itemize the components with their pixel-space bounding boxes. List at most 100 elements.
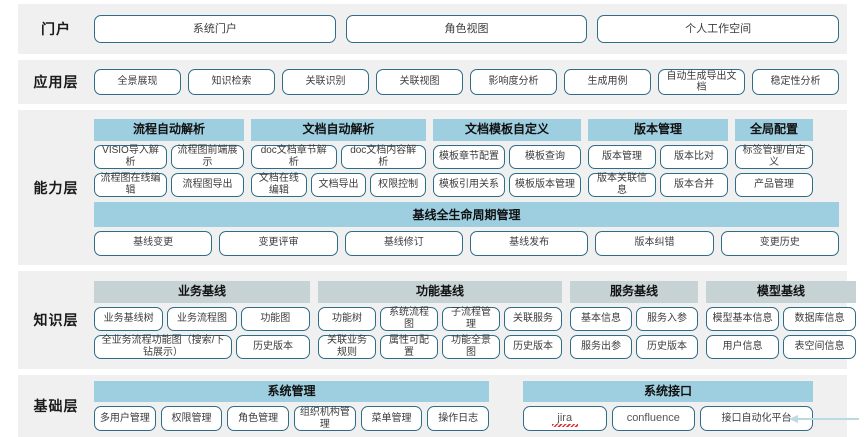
know-item-attribute-configurable[interactable]: 属性可配置 — [380, 334, 438, 359]
layer-label-application: 应用层 — [33, 74, 79, 90]
cap-item-version-compare[interactable]: 版本比对 — [660, 144, 728, 169]
cap-item-version-management[interactable]: 版本管理 — [588, 144, 656, 169]
portal-item-personal-workspace[interactable]: 个人工作空间 — [597, 15, 840, 43]
know-item-full-business-flow-function-chart[interactable]: 全业务流程功能图（搜索/下钻展示） — [94, 334, 232, 359]
app-item-knowledge-search[interactable]: 知识检索 — [188, 69, 275, 95]
cap-item-visio-import-parse[interactable]: VISIO导入解析 — [94, 144, 167, 169]
layer-label-portal: 门户 — [41, 21, 71, 37]
know-item-function-history-version[interactable]: 历史版本 — [504, 334, 562, 359]
found-item-jira[interactable]: jira — [523, 406, 607, 432]
knowledge-group-model-baseline: 模型基线 模型基本信息 数据库信息 用户信息 表空间信息 — [706, 281, 856, 359]
cap-item-flow-online-edit[interactable]: 流程图在线编辑 — [94, 172, 167, 197]
found-item-confluence[interactable]: confluence — [611, 406, 696, 432]
know-item-function-panorama[interactable]: 功能全景图 — [442, 334, 500, 359]
know-item-related-business-rule[interactable]: 关联业务规则 — [318, 334, 376, 359]
knowledge-group-row: 业务基线 业务基线树 业务流程图 功能图 全业务流程功能图（搜索/下钻展示） 历… — [94, 281, 856, 359]
group-header-business-baseline: 业务基线 — [94, 281, 310, 303]
found-item-operation-log[interactable]: 操作日志 — [427, 406, 490, 432]
know-item-service-input-param[interactable]: 服务入参 — [636, 306, 698, 331]
found-item-multi-user-mgmt[interactable]: 多用户管理 — [94, 406, 156, 432]
baseline-item-version-correction[interactable]: 版本纠错 — [595, 230, 714, 256]
know-item-system-flow-chart[interactable]: 系统流程图 — [380, 306, 438, 331]
portal-item-system-portal[interactable]: 系统门户 — [94, 15, 336, 43]
cap-item-template-version-mgmt[interactable]: 模板版本管理 — [509, 172, 581, 197]
found-item-permission-mgmt[interactable]: 权限管理 — [160, 406, 223, 432]
group-row: 关联业务规则 属性可配置 功能全景图 历史版本 — [318, 334, 562, 359]
group-row: doc文档章节解析 doc文档内容解析 — [251, 144, 426, 169]
know-item-database-info[interactable]: 数据库信息 — [783, 306, 856, 331]
cap-item-template-section-config[interactable]: 模板章节配置 — [433, 144, 505, 169]
cap-item-permission-control[interactable]: 权限控制 — [370, 172, 427, 197]
layer-body-portal: 系统门户 角色视图 个人工作空间 — [94, 4, 847, 54]
capability-group-process-parse: 流程自动解析 VISIO导入解析 流程图前端展示 流程图在线编辑 流程图导出 — [94, 119, 244, 197]
know-item-function-chart[interactable]: 功能图 — [240, 306, 310, 331]
know-item-subprocess-mgmt[interactable]: 子流程管理 — [442, 306, 500, 331]
cap-item-doc-section-parse[interactable]: doc文档章节解析 — [251, 144, 337, 169]
know-item-tablespace-info[interactable]: 表空间信息 — [783, 334, 856, 359]
know-item-service-output-param[interactable]: 服务出参 — [570, 334, 632, 359]
found-item-org-structure-mgmt[interactable]: 组织机构管理 — [294, 406, 356, 432]
cap-item-version-merge[interactable]: 版本合并 — [660, 172, 728, 197]
group-header-service-baseline: 服务基线 — [570, 281, 698, 303]
capability-group-version-mgmt: 版本管理 版本管理 版本比对 版本关联信息 版本合并 — [588, 119, 728, 197]
cap-item-flow-frontend-display[interactable]: 流程图前端展示 — [171, 144, 244, 169]
baseline-item-release[interactable]: 基线发布 — [469, 230, 589, 256]
app-item-relation-view[interactable]: 关联视图 — [376, 69, 463, 95]
found-item-menu-mgmt[interactable]: 菜单管理 — [360, 406, 423, 432]
app-item-impact-analysis[interactable]: 影响度分析 — [470, 69, 557, 95]
portal-item-role-view[interactable]: 角色视图 — [345, 15, 588, 43]
group-row: 产品管理 — [735, 172, 813, 197]
app-item-stability-analysis[interactable]: 稳定性分析 — [752, 69, 839, 95]
baseline-item-change-history[interactable]: 变更历史 — [720, 230, 839, 256]
layer-foundation: 基础层 系统管理 多用户管理 权限管理 角色管理 组织机构管理 菜单管理 操作日… — [18, 375, 847, 437]
layer-label-knowledge: 知识层 — [33, 312, 79, 328]
cap-item-tag-management[interactable]: 标签管理/自定义 — [735, 144, 813, 169]
know-item-model-basic-info[interactable]: 模型基本信息 — [706, 306, 779, 331]
cap-item-version-relation-info[interactable]: 版本关联信息 — [588, 172, 656, 197]
group-header-system-interface: 系统接口 — [523, 380, 813, 403]
portal-item-row: 系统门户 角色视图 个人工作空间 — [94, 15, 840, 43]
group-row: 功能树 系统流程图 子流程管理 关联服务 — [318, 306, 562, 331]
app-item-panorama[interactable]: 全景展现 — [94, 69, 181, 95]
app-item-auto-export-doc[interactable]: 自动生成导出文档 — [658, 69, 745, 95]
cap-item-doc-content-parse[interactable]: doc文档内容解析 — [340, 144, 426, 169]
group-row: VISIO导入解析 流程图前端展示 — [94, 144, 244, 169]
know-item-business-baseline-tree[interactable]: 业务基线树 — [94, 306, 164, 331]
know-item-user-info[interactable]: 用户信息 — [706, 334, 779, 359]
cap-item-template-query[interactable]: 模板查询 — [509, 144, 581, 169]
group-row: 全业务流程功能图（搜索/下钻展示） 历史版本 — [94, 334, 310, 359]
know-item-service-history-version[interactable]: 历史版本 — [636, 334, 698, 359]
group-header-version-mgmt: 版本管理 — [588, 119, 728, 141]
know-item-related-service[interactable]: 关联服务 — [504, 306, 562, 331]
know-item-service-basic-info[interactable]: 基本信息 — [570, 306, 632, 331]
know-item-function-tree[interactable]: 功能树 — [318, 306, 376, 331]
application-item-row: 全景展现 知识检索 关联识别 关联视图 影响度分析 生成用例 自动生成导出文档 … — [94, 69, 839, 95]
capability-group-global-config: 全局配置 标签管理/自定义 产品管理 — [735, 119, 813, 197]
capability-group-doc-template: 文档模板自定义 模板章节配置 模板查询 模板引用关系 模板版本管理 — [433, 119, 581, 197]
group-row: 多用户管理 权限管理 角色管理 组织机构管理 菜单管理 操作日志 — [94, 406, 490, 432]
baseline-item-revision[interactable]: 基线修订 — [344, 230, 463, 256]
group-row: 服务出参 历史版本 — [570, 334, 698, 359]
layer-body-knowledge: 业务基线 业务基线树 业务流程图 功能图 全业务流程功能图（搜索/下钻展示） 历… — [94, 271, 864, 369]
group-row: 基本信息 服务入参 — [570, 306, 698, 331]
architecture-diagram: 门户 系统门户 角色视图 个人工作空间 应用层 全景展现 知识检索 关联识别 关… — [0, 4, 865, 437]
cap-item-doc-export[interactable]: 文档导出 — [310, 172, 367, 197]
group-row: 文档在线编辑 文档导出 权限控制 — [251, 172, 427, 197]
cap-item-template-reference[interactable]: 模板引用关系 — [433, 172, 505, 197]
group-header-global-config: 全局配置 — [735, 119, 813, 141]
layer-body-capability: 流程自动解析 VISIO导入解析 流程图前端展示 流程图在线编辑 流程图导出 文… — [94, 110, 847, 265]
found-item-role-mgmt[interactable]: 角色管理 — [227, 406, 290, 432]
cap-item-doc-online-edit[interactable]: 文档在线编辑 — [251, 172, 307, 197]
know-item-history-version[interactable]: 历史版本 — [236, 334, 310, 359]
layer-label-capability: 能力层 — [33, 179, 79, 196]
capability-group-doc-parse: 文档自动解析 doc文档章节解析 doc文档内容解析 文档在线编辑 文档导出 权… — [251, 119, 427, 197]
group-row: 版本管理 版本比对 — [588, 144, 728, 169]
app-item-generate-usecase[interactable]: 生成用例 — [564, 69, 651, 95]
app-item-relation-recognition[interactable]: 关联识别 — [282, 69, 369, 95]
baseline-item-change[interactable]: 基线变更 — [94, 230, 213, 256]
baseline-item-change-review[interactable]: 变更评审 — [219, 230, 338, 256]
cap-item-flow-export[interactable]: 流程图导出 — [171, 172, 244, 197]
capability-group-row: 流程自动解析 VISIO导入解析 流程图前端展示 流程图在线编辑 流程图导出 文… — [94, 119, 839, 197]
know-item-business-flow-chart[interactable]: 业务流程图 — [167, 306, 237, 331]
cap-item-product-management[interactable]: 产品管理 — [735, 172, 813, 197]
